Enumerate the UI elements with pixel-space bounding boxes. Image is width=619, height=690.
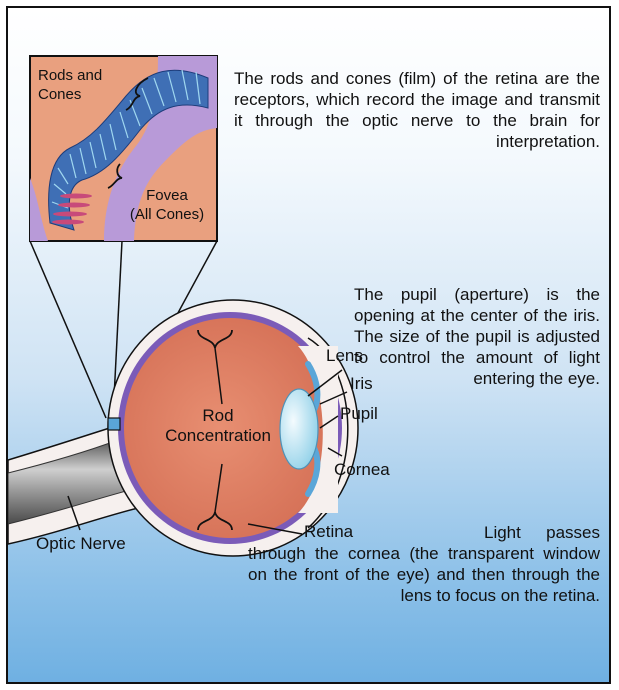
rods-cones-label-line1: Rods and <box>38 66 102 85</box>
rods-cones-label-line2: Cones <box>38 85 102 104</box>
pupil-paragraph: The pupil (aperture) is the opening at t… <box>354 284 600 389</box>
retina-paragraph: The rods and cones (film) of the retina … <box>234 68 600 152</box>
light-paragraph: Light passes through the cornea (the tra… <box>248 522 600 606</box>
rods-cones-label: Rods and Cones <box>38 66 102 104</box>
rod-concentration-line2: Concentration <box>156 426 280 446</box>
pupil-label: Pupil <box>340 404 378 424</box>
optic-nerve-label: Optic Nerve <box>36 534 126 554</box>
diagram-frame: The rods and cones (film) of the retina … <box>6 6 611 684</box>
cornea-label: Cornea <box>334 460 390 480</box>
lens-label: Lens <box>326 346 363 366</box>
rod-concentration-label: Rod Concentration <box>156 406 280 446</box>
fovea-label-line2: (All Cones) <box>120 205 214 224</box>
retina-label: Retina <box>304 522 353 542</box>
fovea-label: Fovea (All Cones) <box>120 186 214 224</box>
rod-concentration-line1: Rod <box>156 406 280 426</box>
fovea-label-line1: Fovea <box>120 186 214 205</box>
iris-label: Iris <box>350 374 373 394</box>
